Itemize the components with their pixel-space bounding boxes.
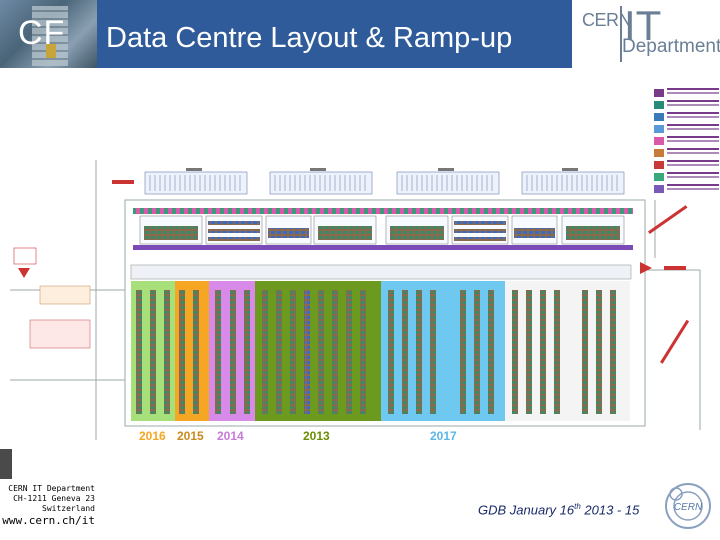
legend-text-line <box>667 136 719 138</box>
address-line: Switzerland <box>42 504 95 513</box>
header-banner: CF Data Centre Layout & Ramp-up CERN IT … <box>0 0 720 68</box>
legend-text-line <box>667 92 719 94</box>
address-line: CH-1211 Geneva 23 <box>13 494 95 503</box>
legend-swatch <box>654 113 664 121</box>
legend-text-line <box>667 100 719 102</box>
footer-dark-block <box>0 449 12 479</box>
event-text: GDB January 16 <box>478 502 575 518</box>
cern-logo-text: CERN <box>674 502 703 513</box>
logo-department-text: Department <box>622 36 720 57</box>
legend-text-line <box>667 128 719 130</box>
floor-plan <box>10 160 701 440</box>
legend-item <box>654 160 719 170</box>
cern-logo-icon: CERN <box>665 483 711 529</box>
legend-text-line <box>667 148 719 150</box>
legend-text-line <box>667 172 719 174</box>
footer-address: CERN IT Department CH-1211 Geneva 23 Swi… <box>0 484 97 528</box>
year-label-2015: 2015 <box>177 429 204 443</box>
legend-item <box>654 112 719 122</box>
legend-text-line <box>667 176 719 178</box>
event-tail: 2013 - 15 <box>580 502 640 518</box>
cf-label: CF <box>18 14 66 52</box>
legend-swatch <box>654 137 664 145</box>
rack-rows <box>136 290 616 414</box>
legend-text-line <box>667 188 719 190</box>
legend-swatch <box>654 149 664 157</box>
legend-item <box>654 100 719 110</box>
legend-text-line <box>667 140 719 142</box>
left-rooms <box>13 247 91 349</box>
legend-text-line <box>667 160 719 162</box>
legend-swatch <box>654 125 664 133</box>
legend-text-line <box>667 112 719 114</box>
transformer-labels <box>640 205 690 364</box>
legend-item <box>654 184 719 194</box>
building-outline <box>10 160 701 440</box>
legend-item <box>654 172 719 182</box>
year-label-2017: 2017 <box>430 429 457 443</box>
logo-it-text: IT <box>624 2 662 49</box>
legend-item <box>654 124 719 134</box>
address-line: CERN IT Department <box>8 484 95 493</box>
legend-text-line <box>667 184 719 186</box>
legend-swatch <box>654 173 664 181</box>
year-label-2013: 2013 <box>303 429 330 443</box>
logo-divider <box>620 6 622 62</box>
legend-swatch <box>654 185 664 193</box>
logo-cern-text: CERN <box>582 10 632 30</box>
top-equipment <box>144 171 625 195</box>
year-label-2016: 2016 <box>139 429 166 443</box>
upper-room-racks <box>144 221 620 241</box>
legend-text-line <box>667 124 719 126</box>
upper-rack-strip <box>133 208 633 250</box>
year-label-2014: 2014 <box>217 429 244 443</box>
legend-item <box>654 148 719 158</box>
event-footer: GDB January 16th 2013 - 15 <box>478 502 639 517</box>
cern-it-logo: CERN IT Department <box>572 0 720 68</box>
top-equipment-stripes <box>149 175 618 191</box>
cf-photo-box: CF <box>0 0 97 68</box>
legend-text-line <box>667 88 719 90</box>
legend-text-line <box>667 164 719 166</box>
slide-title: Data Centre Layout & Ramp-up <box>106 22 513 54</box>
legend-text-line <box>667 116 719 118</box>
legend-swatch <box>654 89 664 97</box>
building-door <box>46 44 56 58</box>
legend-text-line <box>667 104 719 106</box>
legend-swatch <box>654 101 664 109</box>
legend-item <box>654 88 719 98</box>
footer-url-link[interactable]: www.cern.ch/it <box>2 514 95 527</box>
event-sup: th <box>574 502 581 511</box>
legend-text-line <box>667 152 719 154</box>
legend-swatch <box>654 161 664 169</box>
legend-item <box>654 136 719 146</box>
top-labels <box>112 168 578 184</box>
